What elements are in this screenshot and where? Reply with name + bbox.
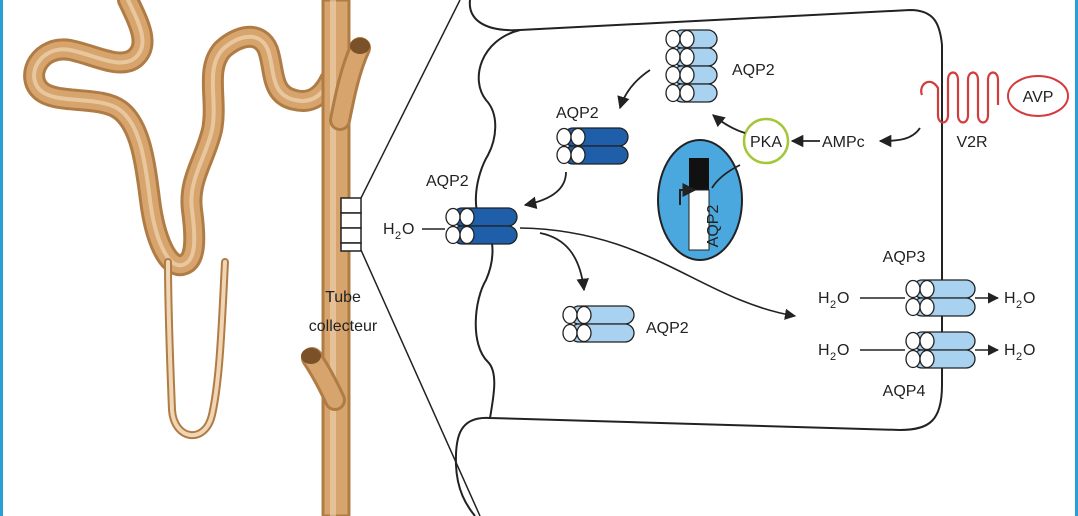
channel-end-cap <box>556 127 572 147</box>
channel-end-cap <box>570 145 586 165</box>
svg-text:2: 2 <box>1016 351 1022 363</box>
gene-bar-dark <box>689 158 709 190</box>
aqp2-vesicle-top-channel <box>665 29 718 103</box>
channel-end-cap <box>445 225 461 245</box>
zoom-line-top <box>360 0 461 199</box>
channel-end-cap <box>665 47 681 67</box>
channel-end-cap <box>562 323 578 343</box>
svg-text:2: 2 <box>1016 299 1022 311</box>
svg-text:O: O <box>837 290 849 307</box>
pka-to-aqp2-arrow <box>712 114 746 134</box>
channel-end-cap <box>905 279 921 299</box>
channel-end-cap <box>679 47 695 67</box>
ampc-label: AMPc <box>822 134 865 151</box>
water-label-aqp3-out: H 2 O <box>1004 290 1035 311</box>
channel-end-cap <box>679 29 695 49</box>
avp-ring <box>1007 75 1069 117</box>
aqp2-endocytosed-channel <box>562 305 635 343</box>
v2r-to-ampc-arrow <box>878 127 921 148</box>
channel-end-cap <box>919 297 935 317</box>
magnified-block <box>340 197 362 252</box>
channel-end-cap <box>905 349 921 369</box>
water-label-lumen: H 2 O <box>383 221 414 242</box>
channel-end-cap <box>905 297 921 317</box>
svg-text:O: O <box>1023 290 1035 307</box>
aqp3-label: AQP3 <box>883 249 926 266</box>
pka-label: PKA <box>750 134 782 151</box>
vesicle-insert-arrow <box>523 171 567 209</box>
channel-end-cap <box>905 331 921 351</box>
svg-text:O: O <box>402 221 414 238</box>
water-flow-arrow <box>519 227 797 320</box>
aqp2-vesicle-mid-channel <box>556 127 629 165</box>
water-label-aqp4-in: H 2 O <box>818 342 849 363</box>
svg-text:2: 2 <box>830 299 836 311</box>
nucleus-arrow <box>711 164 741 189</box>
v2r-receptor <box>920 71 1000 124</box>
tube-label-line1: Tube <box>325 289 361 306</box>
channel-end-cap <box>459 207 475 227</box>
channel-end-cap <box>665 83 681 103</box>
channel-end-cap <box>679 83 695 103</box>
channel-end-cap <box>576 305 592 325</box>
aqp2-apical-membrane-channel <box>445 207 518 245</box>
aqp4-label: AQP4 <box>883 383 926 400</box>
channel-end-cap <box>570 127 586 147</box>
channel-end-cap <box>919 279 935 299</box>
water-label-aqp4-out: H 2 O <box>1004 342 1035 363</box>
nucleus-gene-label: AQP2 <box>705 205 722 248</box>
nephron-tubule <box>23 0 481 516</box>
aqp4-basolateral-channel <box>905 331 976 369</box>
aqp3-basolateral-channel <box>905 279 976 317</box>
channel-end-cap <box>556 145 572 165</box>
channel-end-cap <box>679 65 695 85</box>
svg-text:O: O <box>1023 342 1035 359</box>
channel-end-cap <box>562 305 578 325</box>
svg-text:2: 2 <box>830 351 836 363</box>
endocytosis-arrow <box>539 232 589 292</box>
pka-circle <box>742 117 790 165</box>
aqp2-label-membrane: AQP2 <box>426 173 469 190</box>
channel-end-cap <box>445 207 461 227</box>
aqp2-label-vesicle: AQP2 <box>556 105 599 122</box>
v2r-label: V2R <box>956 134 987 151</box>
svg-text:H: H <box>818 290 830 307</box>
channel-end-cap <box>459 225 475 245</box>
aqp2-label-bottom: AQP2 <box>646 320 689 337</box>
nucleus: AQP2 <box>657 139 743 261</box>
svg-text:H: H <box>1004 342 1016 359</box>
channel-end-cap <box>665 29 681 49</box>
zoom-line-bottom <box>360 249 481 516</box>
water-label-aqp3-in: H 2 O <box>818 290 849 311</box>
tube-label-line2: collecteur <box>309 318 378 335</box>
channel-end-cap <box>576 323 592 343</box>
channel-end-cap <box>919 331 935 351</box>
channel-end-cap <box>919 349 935 369</box>
svg-text:H: H <box>383 221 395 238</box>
svg-text:O: O <box>837 342 849 359</box>
svg-text:H: H <box>1004 290 1016 307</box>
svg-text:2: 2 <box>395 230 401 242</box>
avp-label: AVP <box>1023 89 1054 106</box>
svg-text:H: H <box>818 342 830 359</box>
channel-end-cap <box>665 65 681 85</box>
gene-bar-light <box>688 189 710 251</box>
transcription-arrow <box>679 183 697 205</box>
aqp2-label-top: AQP2 <box>732 62 775 79</box>
vesicle-to-apical-arrow <box>617 69 651 110</box>
